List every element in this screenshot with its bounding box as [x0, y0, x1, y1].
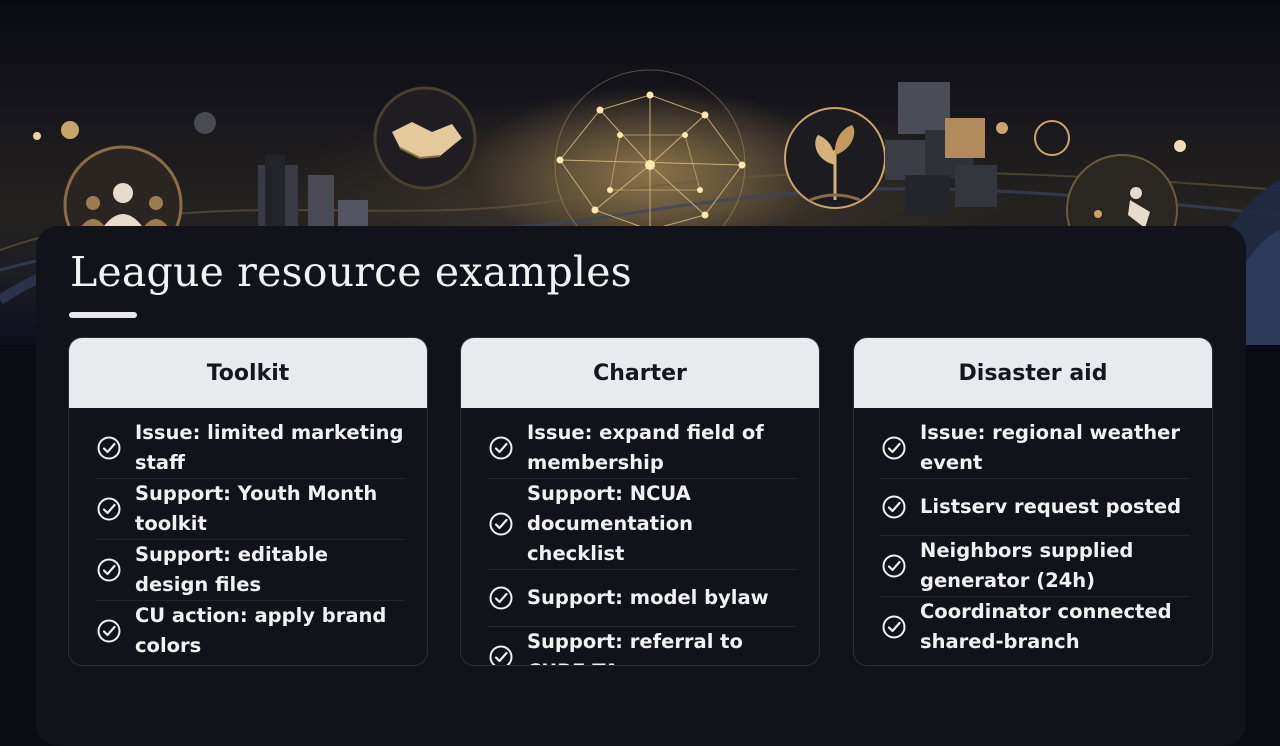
list-item: Issue: limited marketing staff	[95, 418, 405, 479]
card-title: Toolkit	[69, 338, 427, 408]
card-title: Disaster aid	[854, 338, 1212, 408]
check-circle-icon	[882, 495, 906, 519]
list-item: CU action: apply brand colors	[95, 601, 405, 661]
list-item-text: Support: Youth Month toolkit	[135, 482, 378, 535]
list-item: Issue: expand field of membership	[487, 418, 797, 479]
check-circle-icon	[882, 615, 906, 639]
check-circle-icon	[489, 512, 513, 536]
list-item-text: Support: NCUA documentation checklist	[527, 482, 693, 565]
list-item: Listserv request posted	[880, 479, 1190, 536]
card-charter: Charter Issue: expand field of membershi…	[460, 337, 820, 666]
list-item: Support: Youth Month toolkit	[95, 479, 405, 540]
list-item-text: Neighbors supplied generator (24h)	[920, 539, 1134, 592]
check-circle-icon	[97, 619, 121, 643]
list-item: Neighbors supplied generator (24h)	[880, 536, 1190, 597]
list-item-text: Listserv request posted	[920, 495, 1182, 518]
plant-icon	[784, 107, 886, 209]
list-item: Coordinator connected shared-branch	[880, 597, 1190, 657]
check-circle-icon	[882, 554, 906, 578]
city-skyline-icon	[258, 155, 368, 230]
list-item: Support: editable design files	[95, 540, 405, 601]
list-item-text: CU action: apply brand colors	[135, 604, 387, 657]
list-item-text: Support: model bylaw	[527, 586, 769, 609]
card-disaster-aid: Disaster aid Issue: regional weather eve…	[853, 337, 1213, 666]
check-circle-icon	[97, 436, 121, 460]
check-circle-icon	[489, 586, 513, 610]
list-item-text: Support: editable design files	[135, 543, 328, 596]
list-item-text: Support: referral to CURE TA	[527, 630, 743, 665]
check-circle-icon	[97, 497, 121, 521]
list-item: Support: referral to CURE TA	[487, 627, 797, 665]
title-underline	[69, 312, 137, 318]
handshake-icon	[373, 86, 477, 190]
list-item-text: Coordinator connected shared-branch	[920, 600, 1172, 653]
list-item: Issue: regional weather event	[880, 418, 1190, 479]
list-item: Support: NCUA documentation checklist	[487, 479, 797, 570]
list-item-text: Issue: expand field of membership	[527, 421, 764, 474]
cubes-icon	[885, 82, 997, 215]
check-circle-icon	[489, 645, 513, 665]
list-item-text: Issue: limited marketing staff	[135, 421, 404, 474]
card-toolkit: Toolkit Issue: limited marketing staff S…	[68, 337, 428, 666]
check-circle-icon	[489, 436, 513, 460]
list-item-text: Issue: regional weather event	[920, 421, 1181, 474]
check-circle-icon	[97, 558, 121, 582]
list-item: Support: model bylaw	[487, 570, 797, 627]
card-title: Charter	[461, 338, 819, 408]
check-circle-icon	[882, 436, 906, 460]
page-title: League resource examples	[70, 248, 632, 296]
